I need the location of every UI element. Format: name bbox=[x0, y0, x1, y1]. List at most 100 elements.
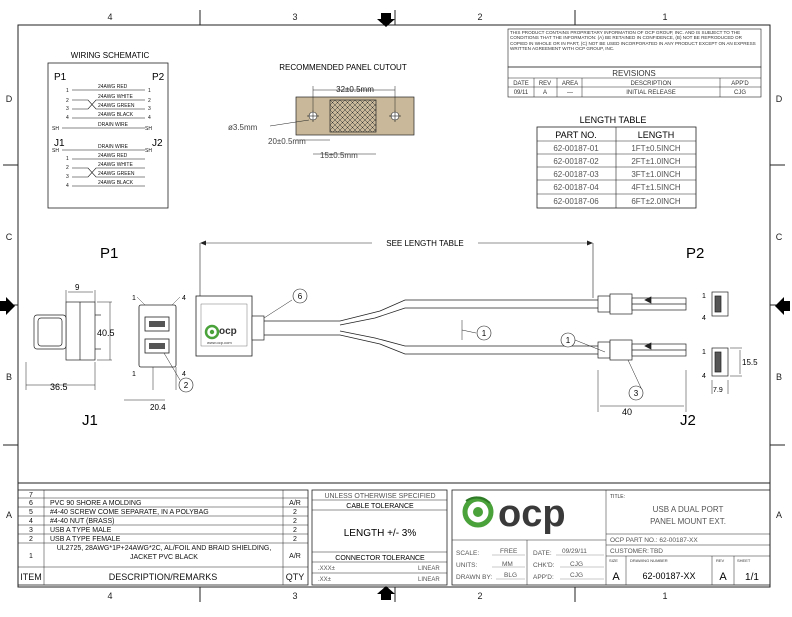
bom-item-6: 6 bbox=[29, 500, 33, 507]
balloon-1-right: 1 bbox=[560, 332, 606, 353]
usb-a-receptacle-bottom bbox=[144, 338, 170, 354]
length-table-title: LENGTH TABLE bbox=[580, 115, 647, 125]
bom-header-qty: QTY bbox=[286, 572, 305, 582]
cutout-dim-width: 32±0.5mm bbox=[336, 85, 374, 94]
usb-a-receptacle-top bbox=[144, 316, 170, 332]
length-row-4-part: 62-00187-04 bbox=[553, 183, 599, 192]
title-block: ocp SCALE: FREE UNITS: MM DRAWN BY: BLG … bbox=[451, 489, 771, 586]
length-row-5-part: 62-00187-06 bbox=[553, 197, 599, 206]
zone-left-d: D bbox=[6, 94, 13, 104]
revisions-table: REVISIONS DATE REV AREA DESCRIPTION APP'… bbox=[507, 66, 762, 98]
wire-label-black: 24AWG BLACK bbox=[98, 112, 134, 118]
sheet-value: 1/1 bbox=[745, 572, 759, 583]
cable-split bbox=[264, 299, 598, 355]
ocp-logo: ocp bbox=[462, 493, 566, 535]
drawn-label: DRAWN BY: bbox=[456, 574, 492, 581]
j1-pin-4-bottom: 4 bbox=[182, 371, 186, 378]
zone-right-c: C bbox=[776, 232, 783, 242]
wiring-sh-left-2: SH bbox=[52, 148, 59, 154]
bom-qty-2: 2 bbox=[293, 536, 297, 543]
bom-header-desc: DESCRIPTION/REMARKS bbox=[109, 572, 218, 582]
scale-label: SCALE: bbox=[456, 550, 479, 557]
units-label: UNITS: bbox=[456, 562, 478, 569]
wiring-pin-3-right: 3 bbox=[148, 106, 151, 112]
wiring-pin-2b: 2 bbox=[66, 165, 69, 171]
appd-value: CJG bbox=[570, 572, 583, 579]
drawing-number: 62-00187-XX bbox=[642, 571, 695, 581]
j1-pin-1-bottom: 1 bbox=[132, 371, 136, 378]
cutout-title: RECOMMENDED PANEL CUTOUT bbox=[279, 63, 407, 72]
date-label: DATE: bbox=[533, 550, 552, 557]
tol-cable: CABLE TOLERANCE bbox=[346, 503, 414, 510]
units-value: MM bbox=[502, 561, 513, 568]
length-header-length: LENGTH bbox=[638, 130, 675, 140]
zone-left-b: B bbox=[6, 372, 12, 382]
bom-desc-2: USB A TYPE FEMALE bbox=[50, 536, 121, 543]
length-row-2-part: 62-00187-02 bbox=[553, 157, 599, 166]
wire-label-green: 24AWG GREEN bbox=[98, 103, 135, 109]
wiring-sh-right: SH bbox=[145, 126, 152, 132]
zone-bottom-4: 4 bbox=[107, 591, 112, 601]
wire-label-drain: DRAIN WIRE bbox=[98, 122, 129, 128]
ocp-url: www.ocp.com bbox=[207, 340, 232, 345]
cutout-dim-hole: ø3.5mm bbox=[228, 123, 258, 132]
cutout-holes bbox=[307, 110, 401, 122]
tol-xx: .XX± bbox=[318, 577, 332, 583]
revisions-title: REVISIONS bbox=[612, 69, 656, 78]
bom-desc-6: PVC 90 SHORE A MOLDING bbox=[50, 500, 141, 507]
j1-front-view: 20.4 1 4 1 4 bbox=[124, 295, 186, 412]
panel-cutout: RECOMMENDED PANEL CUTOUT 32±0.5mm ø3.5mm… bbox=[228, 63, 415, 160]
length-row-2-len: 2FT±1.0INCH bbox=[631, 157, 681, 166]
drawing-number-label: DRAWING NUMBER bbox=[630, 558, 668, 563]
zone-bottom-3: 3 bbox=[292, 591, 297, 601]
customer-label: CUSTOMER: bbox=[610, 548, 649, 555]
wiring-sh-left: SH bbox=[52, 126, 59, 132]
rev-cell-rev: A bbox=[543, 90, 547, 96]
wire-label-red: 24AWG RED bbox=[98, 84, 128, 90]
appd-label: APP'D: bbox=[533, 574, 554, 581]
wiring-lines bbox=[62, 89, 145, 187]
rev-header-date: DATE bbox=[513, 81, 529, 87]
j1-pin-1-top: 1 bbox=[132, 295, 136, 302]
drawing-j1: J1 bbox=[82, 412, 98, 429]
bom-desc-5: #4-40 SCREW COME SEPARATE, IN A POLYBAG bbox=[50, 509, 209, 516]
rev-cell-appd: CJG bbox=[734, 90, 746, 96]
rev-label: REV bbox=[716, 558, 725, 563]
rev-header-appd: APP'D bbox=[731, 81, 749, 87]
rev-cell-description: INITIAL RELEASE bbox=[626, 90, 675, 96]
tol-linear-1: LINEAR bbox=[418, 566, 440, 572]
cable-drawing: P1 P2 J1 J2 SEE LENGTH TABLE bbox=[25, 239, 758, 429]
bom-qty-6: A/R bbox=[289, 500, 301, 507]
drawn-value: BLG bbox=[504, 572, 517, 579]
usb-a-plug-top bbox=[597, 293, 687, 315]
arrow-right-icon bbox=[775, 297, 790, 315]
wiring-pin-2: 2 bbox=[66, 98, 69, 104]
rev-cell-date: 09/11 bbox=[514, 90, 529, 96]
wiring-schematic: WIRING SCHEMATIC P1 P2 J1 J2 1 2 3 4 1 2… bbox=[47, 51, 169, 209]
dim-40-5: 40.5 bbox=[97, 328, 115, 338]
zone-bottom-1: 1 bbox=[662, 591, 667, 601]
bom-item-4: 4 bbox=[29, 518, 33, 525]
wiring-pin-4: 4 bbox=[66, 115, 69, 121]
dim-7-9: 7.9 bbox=[713, 387, 723, 394]
j1-side-view bbox=[33, 301, 101, 361]
length-row-1-len: 1FT±0.5INCH bbox=[631, 144, 681, 153]
drawing-j2: J2 bbox=[680, 412, 696, 429]
svg-text:1: 1 bbox=[566, 336, 571, 345]
svg-text:6: 6 bbox=[298, 292, 303, 301]
wire-label-black-2: 24AWG BLACK bbox=[98, 180, 134, 186]
j2-pin-1-bottom: 1 bbox=[702, 349, 706, 356]
cutout-dim-height: 20±0.5mm bbox=[268, 137, 306, 146]
bom-item-3: 3 bbox=[29, 527, 33, 534]
title-label: TITLE: bbox=[610, 494, 625, 500]
wiring-j2: J2 bbox=[152, 138, 163, 149]
wiring-p1: P1 bbox=[54, 72, 67, 83]
rev-header-area: AREA bbox=[562, 81, 578, 87]
zone-labels: 4 3 2 1 4 3 2 1 D C B A D C B A bbox=[6, 12, 783, 601]
zone-right-d: D bbox=[776, 94, 783, 104]
ocp-small-logo-text: ocp bbox=[219, 326, 237, 337]
drawing-p2: P2 bbox=[686, 245, 704, 262]
wiring-pin-3b: 3 bbox=[66, 174, 69, 180]
title-line-1: USB A DUAL PORT bbox=[653, 505, 724, 514]
wire-label-white-2: 24AWG WHITE bbox=[98, 162, 133, 168]
